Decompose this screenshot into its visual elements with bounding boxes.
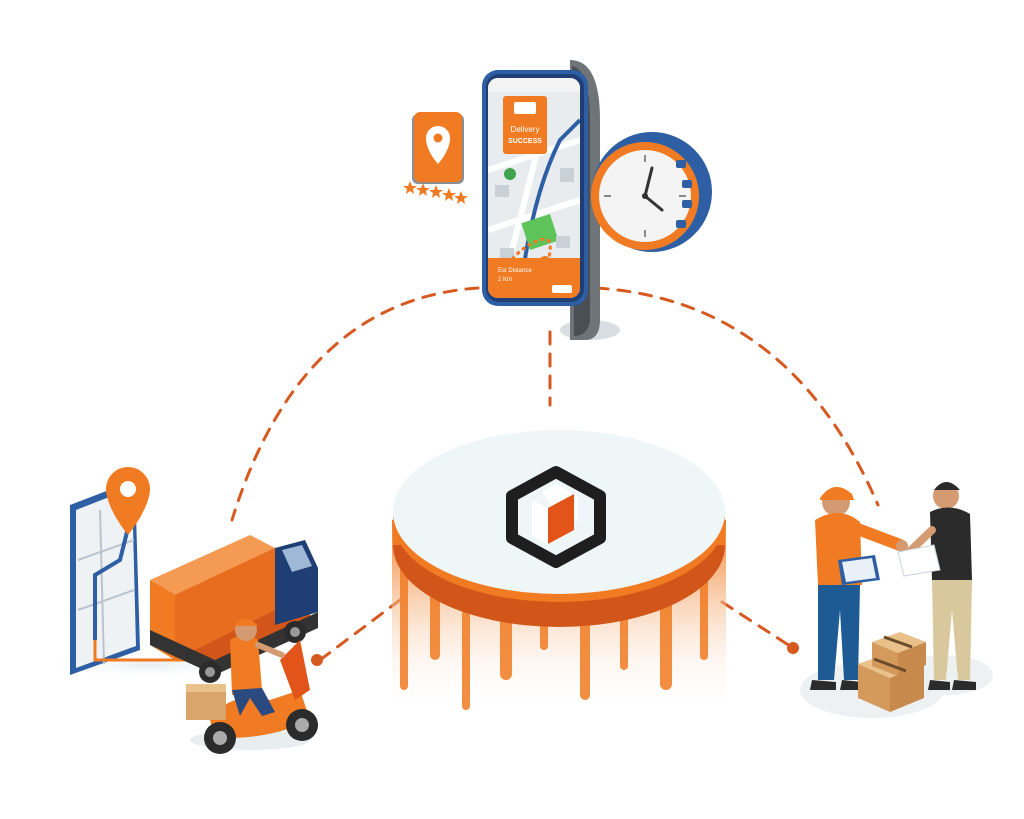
star-icon [442, 188, 456, 201]
connection-left-lower [318, 598, 402, 662]
star-icon [429, 185, 443, 198]
phone-footer-label: Est Distance [498, 268, 532, 274]
brand-logo-icon [506, 466, 606, 568]
connection-dot-right [787, 642, 799, 654]
star-icon [403, 181, 417, 194]
connection-right-lower [720, 600, 792, 648]
connection-right-arc [594, 286, 880, 507]
location-pin-icon [426, 126, 450, 164]
package-boxes [858, 632, 926, 712]
phone-footer-value: 2 Km [498, 277, 512, 283]
clock-icon [591, 132, 712, 252]
central-platform [392, 430, 726, 710]
connection-left-arc [230, 286, 480, 522]
map-pin-icon [106, 467, 150, 535]
phone-card-title: Delivery [511, 125, 540, 134]
delivery-scooter [186, 619, 318, 754]
phone-illustration: Delivery SUCCESS Est Distance 2 Km [482, 60, 620, 340]
package-handover-scene [800, 482, 993, 718]
connection-lines [230, 286, 880, 662]
connection-dot-left [311, 654, 323, 666]
rating-stars [403, 181, 468, 204]
star-icon [454, 191, 468, 204]
map-pin-icon [504, 168, 516, 180]
customer-person [897, 482, 976, 690]
location-badge [403, 112, 468, 204]
delivery-truck [150, 535, 318, 683]
courier-person [810, 486, 908, 690]
courier-truck-scene [40, 467, 318, 754]
star-icon [416, 183, 430, 196]
phone-card-status: SUCCESS [508, 138, 542, 145]
